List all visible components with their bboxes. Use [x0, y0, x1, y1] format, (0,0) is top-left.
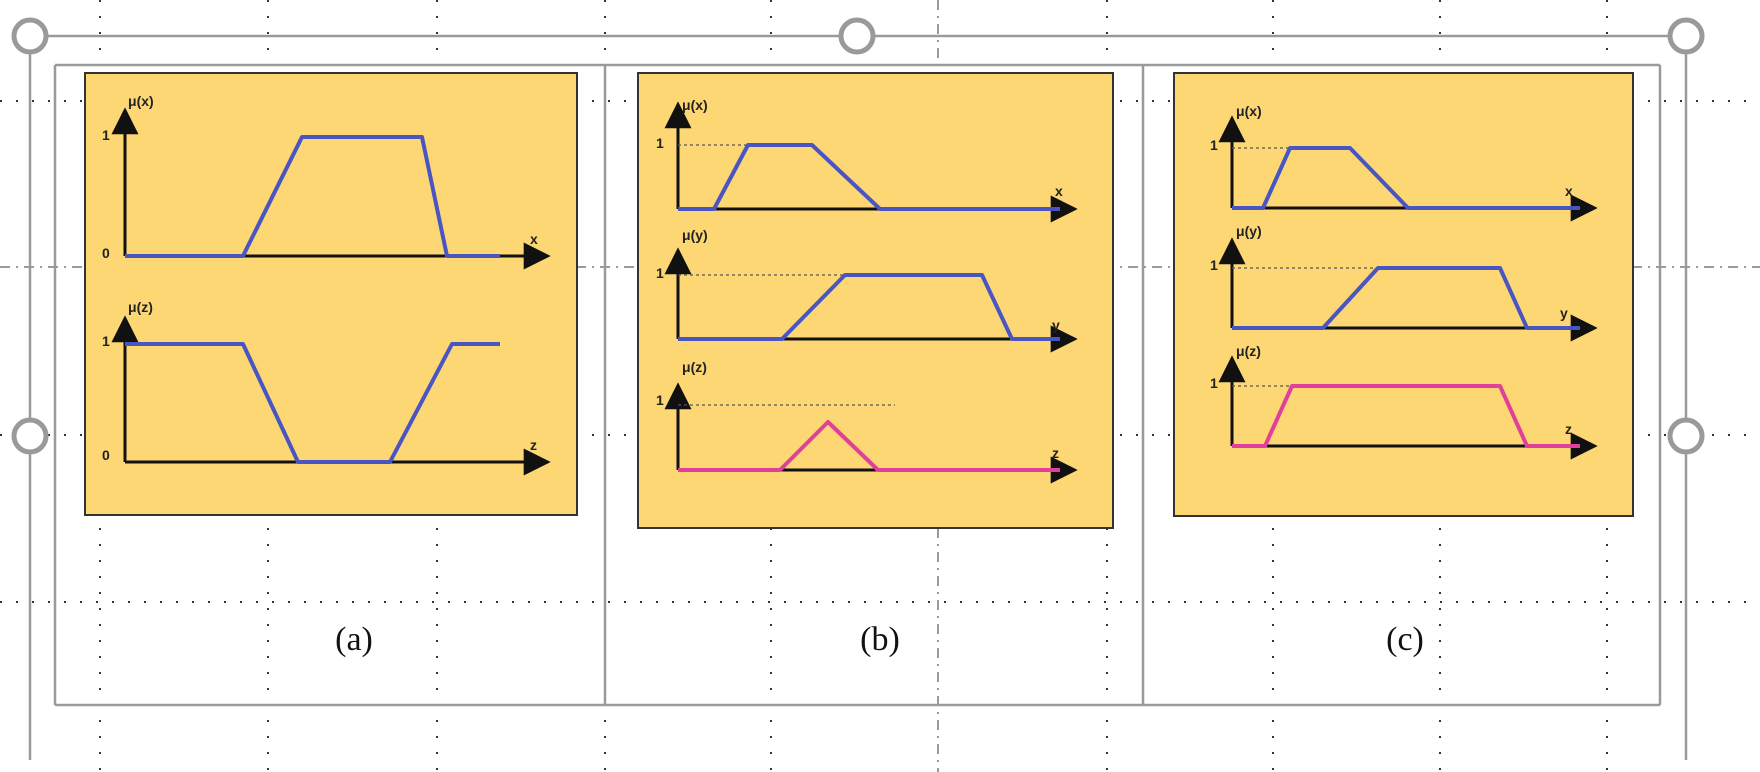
plot-c-mu-x: μ(x) x 1 — [1210, 103, 1598, 222]
circle-handle-icon[interactable] — [11, 17, 49, 55]
selection-handles — [11, 17, 1705, 455]
x-axis-label: x — [1565, 183, 1573, 199]
panel-c: μ(x) x 1 μ(y) y 1 μ(z) z 1 — [1173, 72, 1634, 658]
panel-a: μ(x) x 1 0 μ(z) z 1 0 (a) — [84, 72, 578, 658]
tick-label-top: 1 — [1210, 257, 1218, 273]
tick-label-top: 1 — [102, 127, 110, 143]
tick-label-top: 1 — [656, 135, 664, 151]
y-axis-label: μ(x) — [1236, 103, 1262, 119]
plot-b-mu-y: μ(y) y 1 — [656, 227, 1078, 353]
tick-label-bottom: 0 — [102, 447, 110, 463]
output-curve — [1232, 384, 1580, 448]
circle-handle-icon[interactable] — [838, 17, 876, 55]
panel-b-background — [637, 72, 1114, 529]
y-axis-label: μ(x) — [682, 97, 708, 113]
tick-label-top: 1 — [1210, 137, 1218, 153]
y-axis-label: μ(x) — [128, 93, 154, 109]
panel-a-background — [84, 72, 578, 516]
membership-curve — [1232, 266, 1580, 330]
plot-b-mu-z: μ(z) z 1 — [656, 359, 1078, 484]
panel-caption: (b) — [860, 621, 900, 658]
x-axis-label: x — [1055, 183, 1063, 199]
figure-panels: μ(x) x 1 0 μ(z) z 1 0 (a) — [84, 72, 1634, 658]
membership-curve — [678, 273, 1060, 341]
x-axis-label: z — [530, 437, 537, 453]
x-axis-label: y — [1052, 317, 1060, 333]
membership-curve — [125, 342, 500, 464]
circle-handle-icon[interactable] — [1667, 417, 1705, 455]
y-axis-label: μ(y) — [1236, 223, 1262, 239]
membership-curve — [1232, 146, 1580, 210]
tick-label-top: 1 — [1210, 375, 1218, 391]
x-axis-label: z — [1052, 445, 1059, 461]
panel-caption: (a) — [335, 621, 373, 658]
panel-caption: (c) — [1386, 621, 1424, 658]
x-axis-label: z — [1565, 421, 1572, 437]
panel-c-background — [1173, 72, 1634, 517]
circle-handle-icon[interactable] — [1667, 17, 1705, 55]
x-axis-label: y — [1560, 305, 1568, 321]
tick-label-top: 1 — [102, 333, 110, 349]
plot-a-mu-z: μ(z) z 1 0 — [102, 299, 551, 476]
y-axis-label: μ(y) — [682, 227, 708, 243]
plot-a-mu-x: μ(x) x 1 0 — [102, 93, 551, 270]
membership-curve — [125, 135, 500, 258]
plot-c-mu-z: μ(z) z 1 — [1210, 343, 1598, 460]
y-axis-label: μ(z) — [682, 359, 707, 375]
tick-label-top: 1 — [656, 392, 664, 408]
tick-label-top: 1 — [656, 265, 664, 281]
y-axis-label: μ(z) — [1236, 343, 1261, 359]
x-axis-label: x — [530, 231, 538, 247]
membership-curve — [678, 143, 1060, 211]
plot-b-mu-x: μ(x) x 1 — [656, 97, 1078, 223]
y-axis-label: μ(z) — [128, 299, 153, 315]
panel-b: μ(x) x 1 μ(y) y 1 μ(z) z 1 — [637, 72, 1114, 658]
circle-handle-icon[interactable] — [11, 417, 49, 455]
plot-c-mu-y: μ(y) y 1 — [1210, 223, 1598, 342]
tick-label-bottom: 0 — [102, 245, 110, 261]
output-curve — [678, 420, 1060, 472]
